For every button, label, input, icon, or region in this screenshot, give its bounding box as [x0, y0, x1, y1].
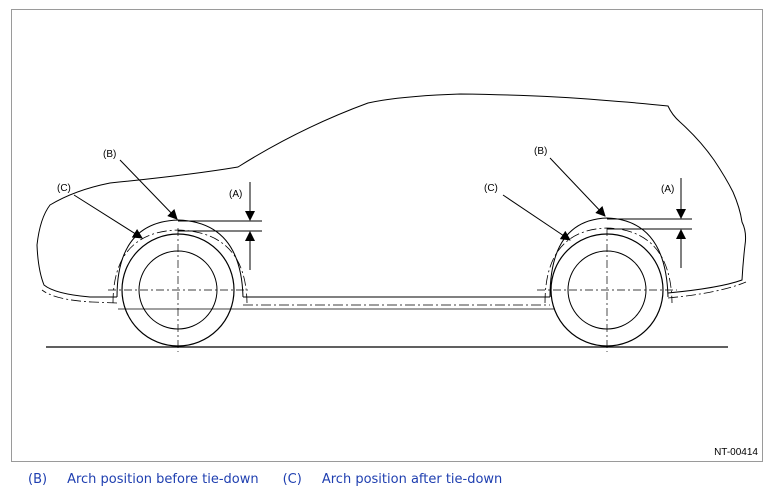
- figure-code: NT-00414: [714, 447, 758, 458]
- vehicle-side-view-diagram: (B) (C) (A) (B) (C) (A): [36, 93, 747, 352]
- rear-b-leader: [549, 157, 606, 217]
- label-a-front: (A): [229, 189, 242, 200]
- label-b-front: (B): [103, 149, 116, 160]
- front-b-leader: [119, 159, 178, 220]
- vehicle-body-outline: [36, 93, 747, 298]
- legend-item-c: (C) Arch position after tie-down: [283, 472, 503, 487]
- legend-code-c: (C): [282, 472, 302, 487]
- legend-item-b: (B) Arch position before tie-down: [28, 472, 259, 487]
- label-b-rear: (B): [534, 146, 547, 157]
- label-c-front: (C): [57, 183, 71, 194]
- label-a-rear: (A): [661, 184, 674, 195]
- rear-c-leader: [502, 194, 571, 241]
- vehicle-body-lower-trace: [41, 281, 747, 304]
- legend-text-b: Arch position before tie-down: [67, 472, 259, 487]
- legend-text-c: Arch position after tie-down: [321, 472, 503, 487]
- front-c-leader: [73, 194, 143, 239]
- legend-caption: (B) Arch position before tie-down (C) Arch…: [28, 472, 502, 487]
- legend-code-b: (B): [28, 472, 48, 487]
- label-c-rear: (C): [484, 183, 498, 194]
- front-arch-before: [116, 219, 244, 298]
- rear-arch-before: [549, 217, 669, 298]
